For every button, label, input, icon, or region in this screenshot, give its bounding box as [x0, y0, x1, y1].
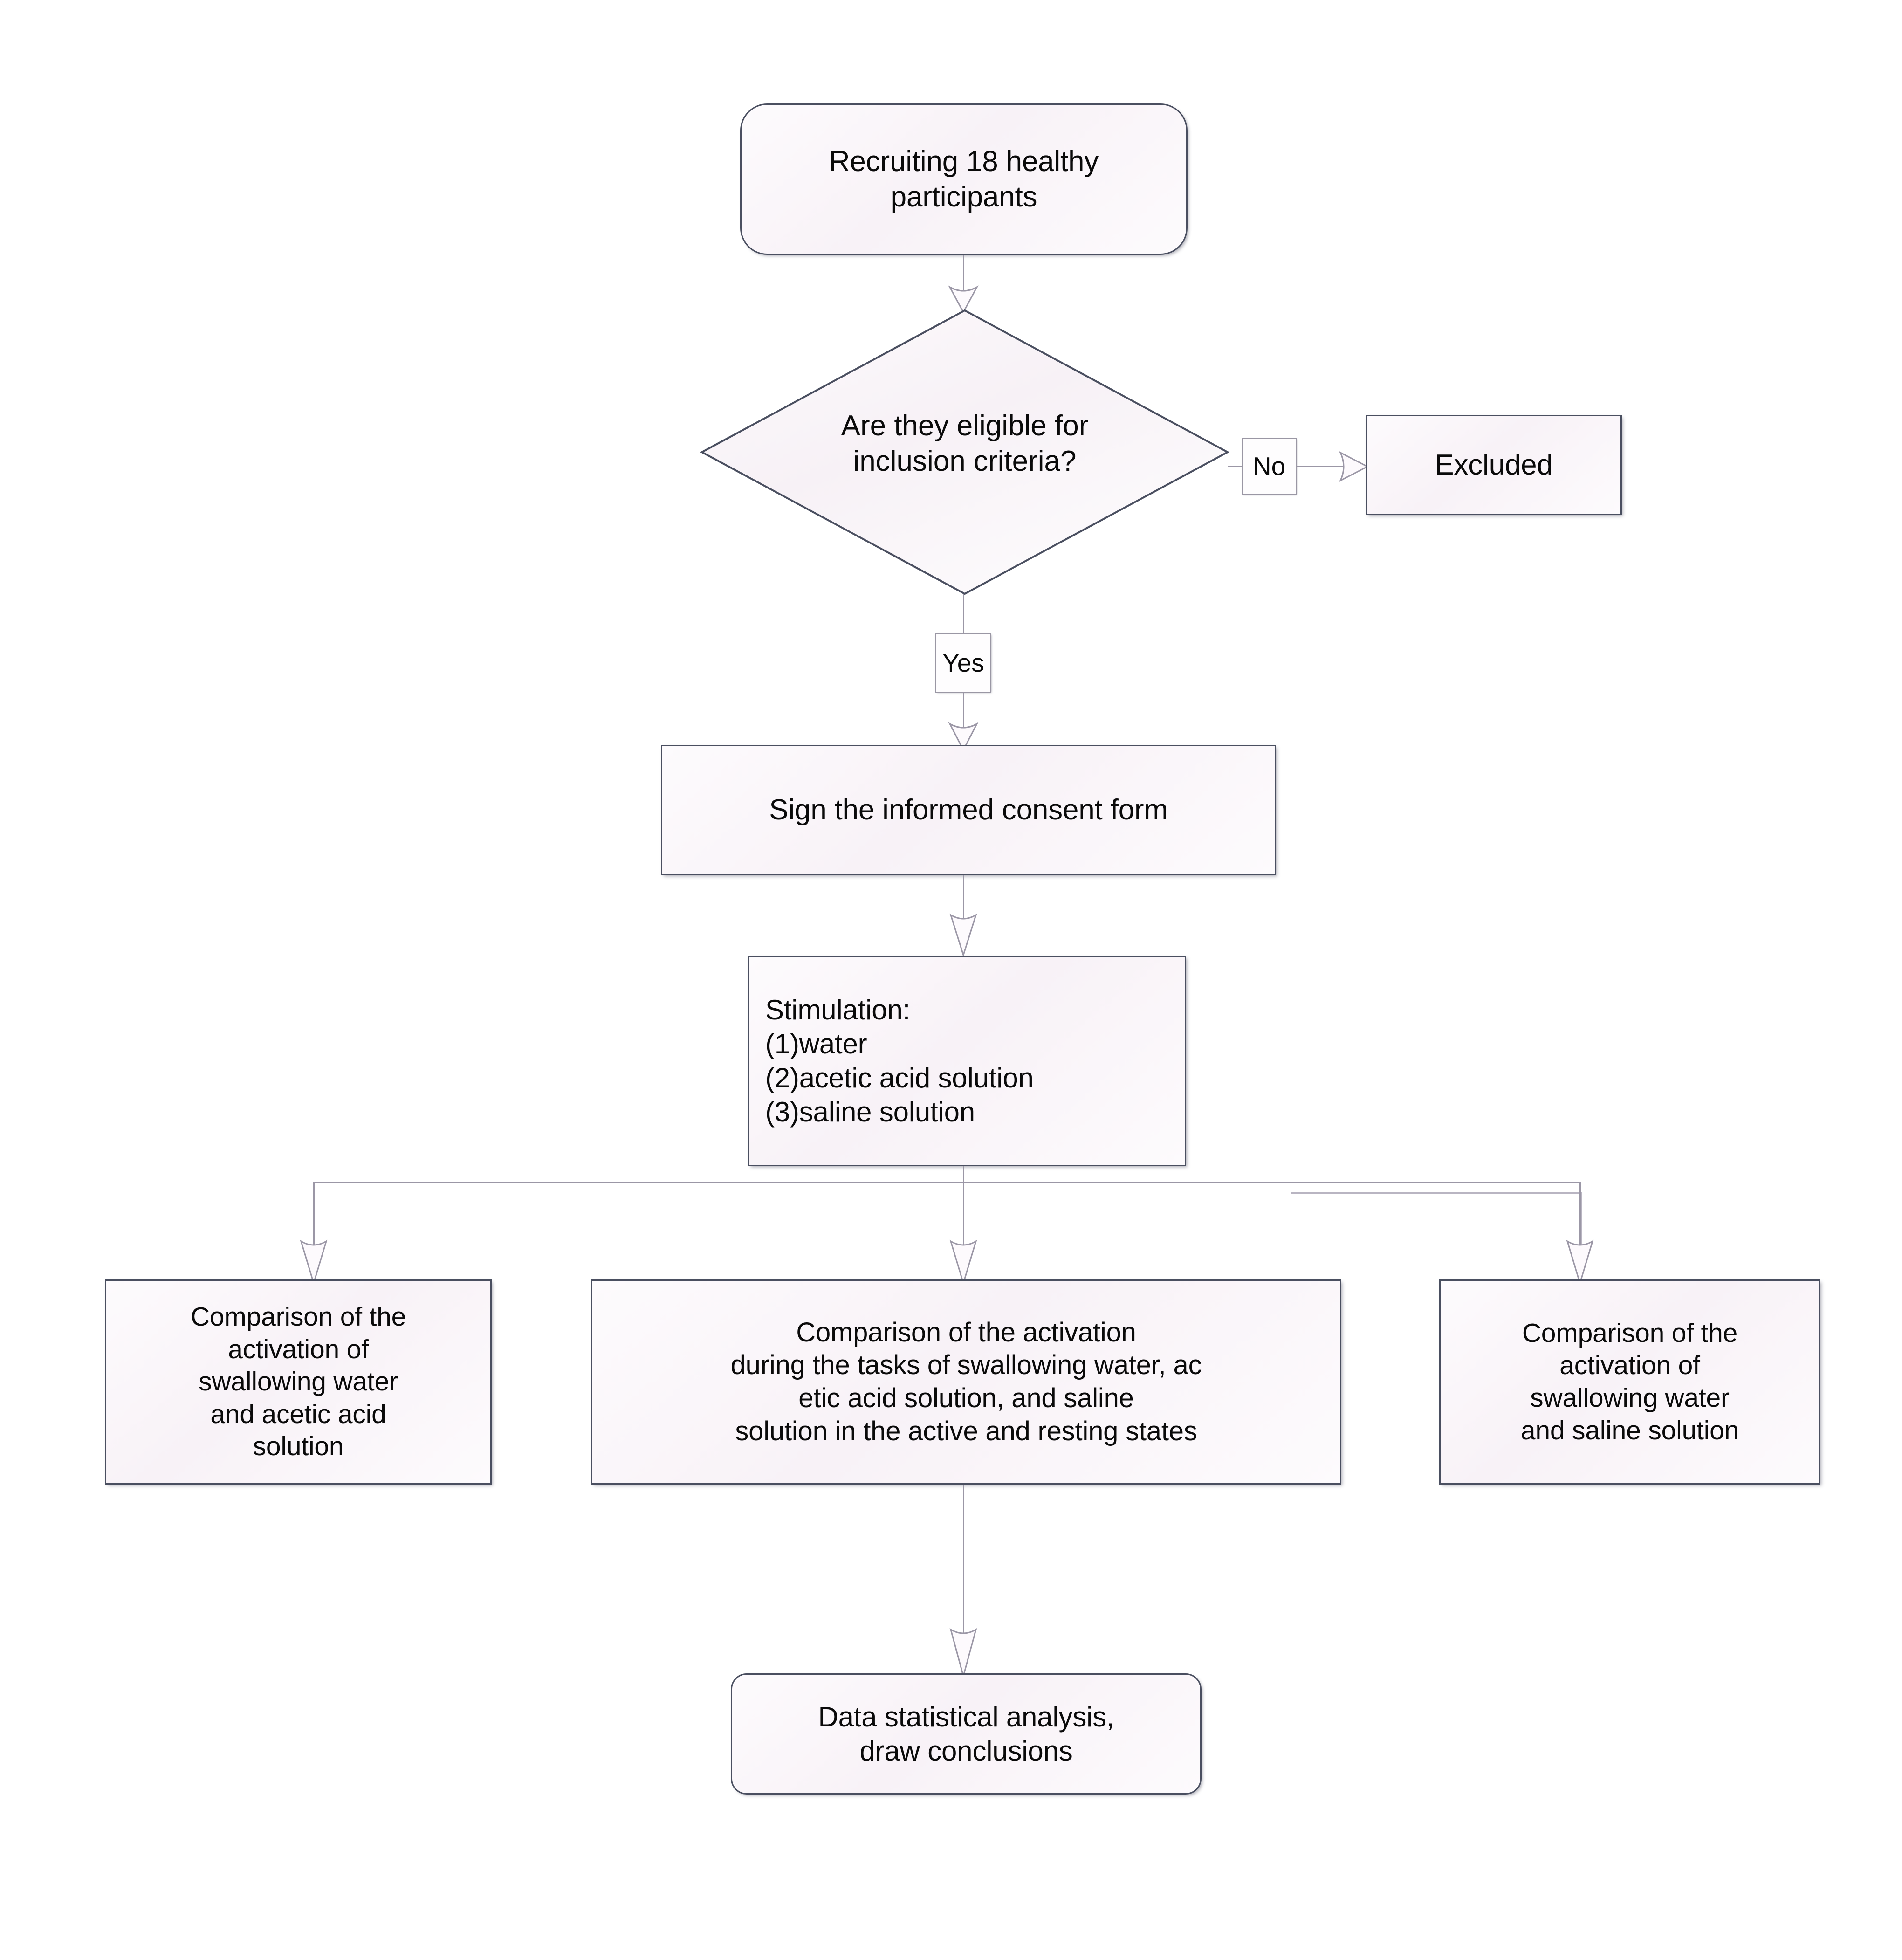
arrowhead-to-compare-left [300, 1239, 328, 1286]
arrowhead-to-excluded [1339, 451, 1369, 482]
arrowhead-to-consent [948, 722, 979, 752]
node-compare-active-resting-line2: during the tasks of swallowing water, ac [730, 1350, 1202, 1381]
node-decision-eligibility[interactable]: Are they eligible for inclusion criteria… [699, 308, 1230, 597]
node-excluded-text: Excluded [1435, 448, 1553, 481]
node-final-analysis-line2: draw conclusions [859, 1735, 1073, 1767]
node-final-analysis[interactable]: Data statistical analysis, draw conclusi… [731, 1673, 1202, 1795]
node-compare-water-acetic-line2: activation of [228, 1334, 369, 1364]
node-compare-water-saline-text: Comparison of the activation of swallowi… [1441, 1317, 1819, 1447]
connector-middle-to-final [963, 1485, 964, 1662]
node-final-analysis-line1: Data statistical analysis, [818, 1701, 1114, 1733]
connector-consent-to-stimulation [963, 875, 964, 924]
node-stimulation-line1: Stimulation: [765, 994, 911, 1025]
connector-branch-bus [313, 1182, 1581, 1183]
arrowhead-to-compare-middle [949, 1239, 977, 1286]
edge-label-yes: Yes [935, 633, 991, 693]
node-compare-active-resting-line4: solution in the active and resting state… [735, 1416, 1197, 1446]
node-compare-water-saline-line3: swallowing water [1530, 1383, 1730, 1413]
node-compare-water-acetic[interactable]: Comparison of the activation of swallowi… [105, 1279, 492, 1485]
node-start-recruiting[interactable]: Recruiting 18 healthy participants [740, 103, 1188, 255]
node-start-line2: participants [890, 180, 1037, 213]
connector-branch-left-drop [313, 1182, 315, 1250]
connector-start-to-decision [963, 255, 964, 298]
node-consent-form[interactable]: Sign the informed consent form [661, 745, 1276, 875]
node-compare-active-resting-text: Comparison of the activation during the … [592, 1316, 1340, 1448]
connector-stimulation-stem [963, 1166, 964, 1183]
node-stimulation-line4: (3)saline solution [765, 1096, 975, 1128]
connector-branch-bus-secondary [1291, 1192, 1581, 1194]
connector-branch-center-drop [963, 1182, 964, 1250]
node-compare-water-acetic-line1: Comparison of the [190, 1302, 406, 1332]
node-compare-water-acetic-line5: solution [253, 1431, 344, 1462]
node-start-line1: Recruiting 18 healthy [829, 145, 1099, 178]
connector-no-tag-to-excluded [1297, 466, 1348, 467]
node-stimulation[interactable]: Stimulation: (1)water (2)acetic acid sol… [748, 956, 1186, 1166]
arrowhead-to-stimulation [949, 913, 977, 958]
edge-label-yes-text: Yes [942, 648, 984, 677]
node-compare-water-acetic-line3: swallowing water [199, 1367, 398, 1397]
connector-yes-tag-to-consent [963, 693, 964, 733]
node-compare-water-saline-line1: Comparison of the [1522, 1318, 1738, 1348]
arrowhead-to-compare-right [1566, 1239, 1594, 1286]
edge-label-no: No [1242, 438, 1297, 495]
connector-branch-right-drop-secondary [1581, 1192, 1582, 1248]
node-compare-water-saline-line4: and saline solution [1520, 1415, 1739, 1445]
node-final-analysis-text: Data statistical analysis, draw conclusi… [732, 1700, 1200, 1768]
node-compare-water-acetic-line4: and acetic acid [210, 1399, 386, 1429]
node-stimulation-text: Stimulation: (1)water (2)acetic acid sol… [749, 993, 1185, 1129]
edge-label-no-text: No [1252, 452, 1286, 481]
node-compare-water-acetic-text: Comparison of the activation of swallowi… [106, 1301, 490, 1463]
node-compare-active-resting-line1: Comparison of the activation [796, 1317, 1136, 1348]
connector-branch-right-drop [1579, 1182, 1581, 1250]
node-excluded[interactable]: Excluded [1366, 415, 1622, 515]
arrowhead-start-to-decision [948, 285, 979, 314]
node-compare-water-saline-line2: activation of [1559, 1350, 1700, 1381]
node-consent-form-text: Sign the informed consent form [769, 794, 1168, 826]
node-stimulation-line2: (1)water [765, 1028, 867, 1059]
node-stimulation-line3: (2)acetic acid solution [765, 1062, 1034, 1093]
connector-decision-to-yes-tag [963, 594, 964, 637]
node-compare-active-resting[interactable]: Comparison of the activation during the … [591, 1279, 1341, 1485]
node-compare-active-resting-line3: etic acid solution, and saline [798, 1383, 1134, 1413]
node-compare-water-saline[interactable]: Comparison of the activation of swallowi… [1439, 1279, 1820, 1485]
node-start-text: Recruiting 18 healthy participants [742, 144, 1186, 214]
arrowhead-to-final [949, 1628, 977, 1679]
diamond-shape [700, 309, 1230, 595]
